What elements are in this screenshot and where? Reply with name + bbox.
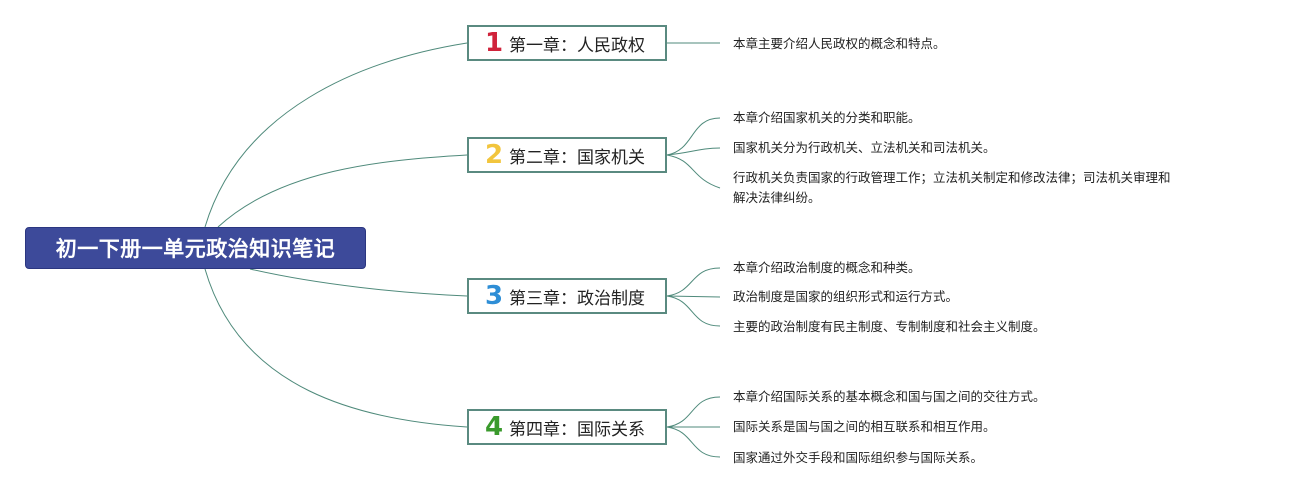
chapter-3-note-1[interactable]: 本章介绍政治制度的概念和种类。 <box>733 260 921 275</box>
chapter-4-title: 第四章：国际关系 <box>509 419 645 440</box>
link-chapter-2-note-3 <box>666 154 721 189</box>
link-chapter-4-note-3 <box>666 426 721 458</box>
root-title: 初一下册一单元政治知识笔记 <box>55 237 336 261</box>
chapter-1-node[interactable]: 1 第一章：人民政权 <box>467 25 667 61</box>
chapter-4-note-1[interactable]: 本章介绍国际关系的基本概念和国与国之间的交往方式。 <box>733 389 1046 404</box>
link-chapter-3-note-3 <box>666 295 721 327</box>
chapter-4-number-icon: 4 <box>485 412 504 442</box>
chapter-1-number-icon: 1 <box>485 28 504 58</box>
chapter-3-number-icon: 3 <box>485 281 504 311</box>
chapter-2-note-1[interactable]: 本章介绍国家机关的分类和职能。 <box>733 110 921 125</box>
chapter-3-note-3[interactable]: 主要的政治制度有民主制度、专制制度和社会主义制度。 <box>733 319 1046 334</box>
chapter-2-number-icon: 2 <box>485 140 504 170</box>
chapter-4-node[interactable]: 4 第四章：国际关系 <box>467 409 667 445</box>
chapter-3-node[interactable]: 3 第三章：政治制度 <box>467 278 667 314</box>
chapter-2-note-2[interactable]: 国家机关分为行政机关、立法机关和司法机关。 <box>733 140 996 155</box>
link-root-chapter-3 <box>249 268 468 297</box>
chapter-4-note-3[interactable]: 国家通过外交手段和国际组织参与国际关系。 <box>733 450 984 465</box>
chapter-2-note-3-line-2[interactable]: 解决法律纠纷。 <box>733 190 821 205</box>
link-chapter-3-note-2 <box>666 295 721 298</box>
link-chapter-2-note-2 <box>666 147 721 156</box>
chapter-3-title: 第三章：政治制度 <box>509 288 645 309</box>
link-chapter-3-note-1 <box>666 267 721 297</box>
root-topic[interactable]: 初一下册一单元政治知识笔记 <box>25 227 366 269</box>
chapter-2-node[interactable]: 2 第二章：国家机关 <box>467 137 667 173</box>
chapter-2-note-3-line-1[interactable]: 行政机关负责国家的行政管理工作；立法机关制定和修改法律；司法机关审理和 <box>733 170 1171 185</box>
link-root-chapter-4 <box>204 268 468 428</box>
link-root-chapter-2 <box>217 154 468 228</box>
chapter-4-note-2[interactable]: 国际关系是国与国之间的相互联系和相互作用。 <box>733 419 996 434</box>
link-chapter-2-note-1 <box>666 117 721 156</box>
chapter-1-note-1[interactable]: 本章主要介绍人民政权的概念和特点。 <box>733 36 946 51</box>
link-chapter-4-note-1 <box>666 396 721 428</box>
chapter-2-title: 第二章：国家机关 <box>509 147 645 168</box>
link-root-chapter-1 <box>204 42 468 228</box>
chapter-1-title: 第一章：人民政权 <box>509 35 645 56</box>
chapter-3-note-2[interactable]: 政治制度是国家的组织形式和运行方式。 <box>733 289 959 304</box>
